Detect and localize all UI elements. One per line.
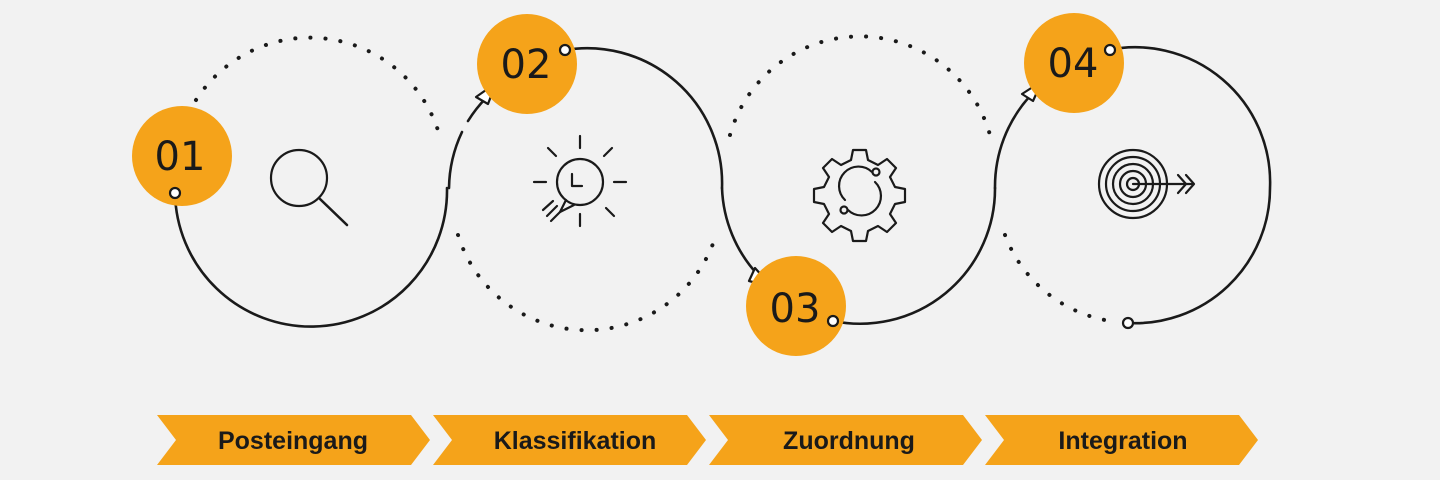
step-banner-02: Klassifikation	[433, 415, 706, 465]
gear-icon	[812, 148, 907, 243]
step-number-03: 03	[770, 286, 821, 332]
step-badge-03: 03	[746, 256, 846, 356]
step-badge-04: 04	[1024, 13, 1124, 113]
step-banner-04: Integration	[985, 415, 1258, 465]
step-badge-01: 01	[132, 106, 232, 206]
step-label-03: Zuordnung	[783, 427, 915, 455]
lightbulb-clock-icon	[532, 134, 628, 228]
flow-arc-1-dotted	[194, 35, 442, 139]
step-number-04: 04	[1048, 41, 1099, 87]
flow-arc-3-dotted	[728, 34, 992, 137]
step-number-01: 01	[155, 134, 206, 180]
step-number-02: 02	[501, 42, 552, 88]
flow-arc-4-solid-top	[1106, 45, 1272, 325]
flow-arc-1-solid	[173, 186, 449, 328]
flow-arc-4-solid	[993, 94, 1032, 190]
flow-arc-2-solid-top	[563, 46, 724, 190]
flow-arc-4-dotted	[1003, 233, 1120, 324]
step-banner-03: Zuordnung	[709, 415, 982, 465]
step-label-02: Klassifikation	[494, 427, 657, 455]
flow-arc-2-dotted	[456, 233, 718, 333]
step-badge-02: 02	[477, 14, 577, 114]
flow-arc-2-solid	[447, 130, 464, 190]
magnifier-icon	[269, 148, 349, 227]
flow-end-marker	[1121, 316, 1135, 330]
step-label-04: Integration	[1058, 427, 1187, 455]
flow-arc-3-solid	[720, 186, 760, 277]
target-arrow-icon	[1097, 148, 1196, 220]
process-flow-line	[173, 34, 1272, 333]
flow-arrowheads	[474, 79, 1044, 289]
flow-arc-3-solid-bottom	[831, 186, 997, 326]
step-banner-01: Posteingang	[157, 415, 430, 465]
step-label-01: Posteingang	[218, 427, 368, 455]
